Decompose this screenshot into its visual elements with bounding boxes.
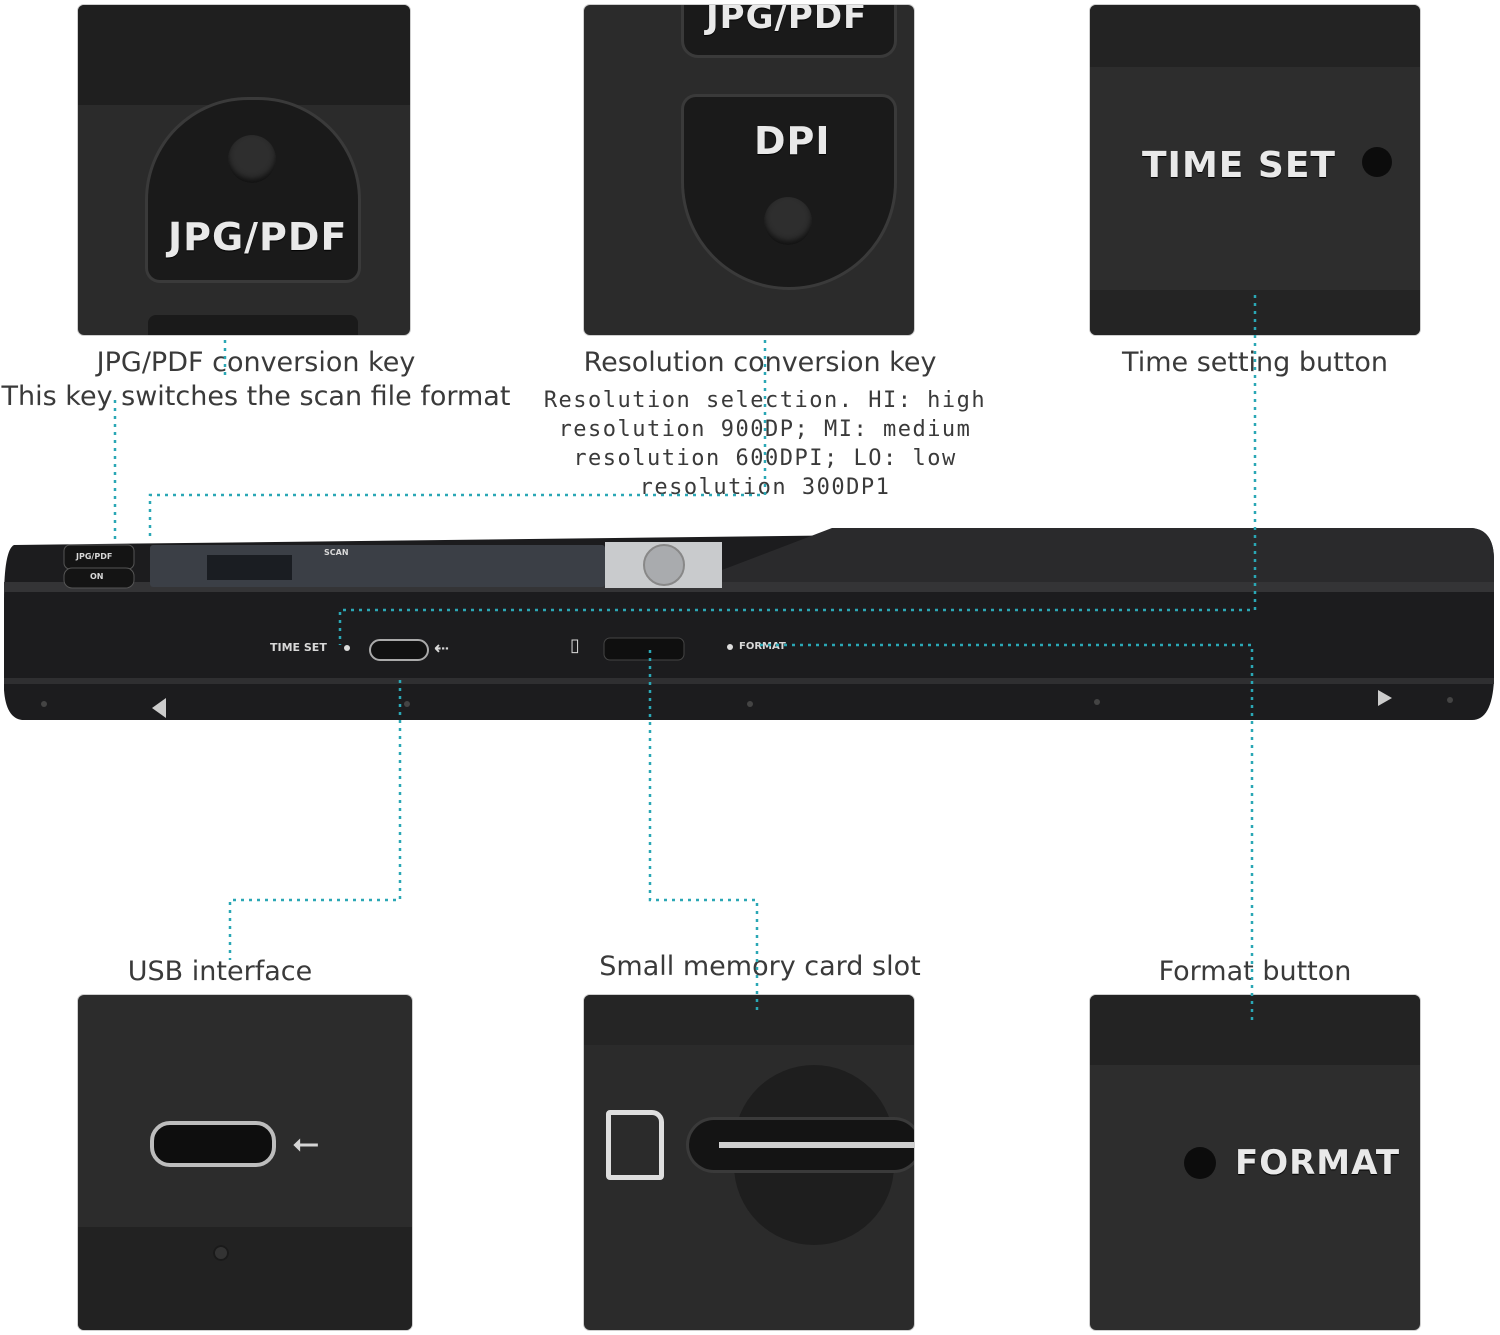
panel-bottom-edge — [1090, 290, 1420, 335]
dpi-description-line-1: Resolution selection. HI: high — [543, 388, 987, 413]
card-slot — [689, 1120, 914, 1170]
key-indicator-dot — [764, 197, 812, 245]
scanner-body — [4, 528, 1494, 720]
panel-bottom-ledge — [78, 1227, 412, 1330]
panel-top-edge — [1090, 995, 1420, 1065]
format-label: FORMAT — [1235, 1143, 1401, 1183]
format-button-photo: FORMAT — [1090, 995, 1420, 1330]
time-set-label: TIME SET — [1142, 145, 1336, 186]
sd-card-icon: ▯ — [570, 635, 580, 656]
jpg-pdf-key: JPG/PDF — [148, 100, 358, 280]
panel-lower-key — [148, 315, 358, 335]
upper-key-label: JPG/PDF — [706, 5, 868, 37]
jpg-pdf-key-label: JPG/PDF — [168, 215, 348, 259]
time-set-caption: Time setting button — [1122, 347, 1388, 378]
time-set-hole — [1362, 147, 1392, 177]
scanner-format-label: FORMAT — [739, 641, 786, 652]
dpi-key: DPI — [684, 97, 894, 287]
key-indicator-dot — [228, 135, 276, 183]
dpi-key-label: DPI — [754, 119, 831, 163]
scanner-usb-icon: ⇠ — [434, 638, 450, 659]
dpi-description-line-2: resolution 900DP; MI: medium — [558, 417, 972, 442]
panel-top-edge — [1090, 5, 1420, 67]
scanner-on-button: ON — [90, 572, 104, 581]
usb-icon: ⭠ — [292, 1123, 320, 1163]
jpg-pdf-caption: JPG/PDF conversion key — [96, 347, 416, 378]
screw-icon — [213, 1245, 229, 1261]
memory-card-slot-photo — [584, 995, 914, 1330]
panel-top-surface — [78, 5, 410, 105]
handheld-scanner: JPG/PDF ON SCAN TIME SET ⇠ ▯ FORMAT — [2, 520, 1498, 730]
usb-c-port — [150, 1121, 276, 1167]
dpi-description-line-4: resolution 300DP1 — [639, 475, 891, 500]
jpg-pdf-upper-key: JPG/PDF — [684, 5, 894, 55]
usb-interface-photo: ⭠ — [78, 995, 412, 1330]
jpg-pdf-caption-detail: This key switches the scan file format — [1, 381, 511, 412]
dpi-caption: Resolution conversion key — [583, 347, 937, 378]
dpi-description-line-3: resolution 600DPI; LO: low — [573, 446, 957, 471]
format-caption: Format button — [1158, 956, 1352, 987]
card-slot-caption: Small memory card slot — [599, 951, 921, 982]
scanner-time-set-label: TIME SET — [270, 641, 327, 654]
time-set-photo: TIME SET — [1090, 5, 1420, 335]
format-hole — [1184, 1147, 1216, 1179]
panel-top-surface — [584, 995, 914, 1045]
sd-card-icon — [606, 1110, 664, 1180]
usb-caption: USB interface — [127, 956, 313, 987]
dpi-key-photo: JPG/PDF DPI — [584, 5, 914, 335]
jpg-pdf-key-photo: JPG/PDF — [78, 5, 410, 335]
scanner-jpg-pdf-button: JPG/PDF — [76, 552, 113, 561]
scanner-scan-label: SCAN — [324, 548, 349, 557]
